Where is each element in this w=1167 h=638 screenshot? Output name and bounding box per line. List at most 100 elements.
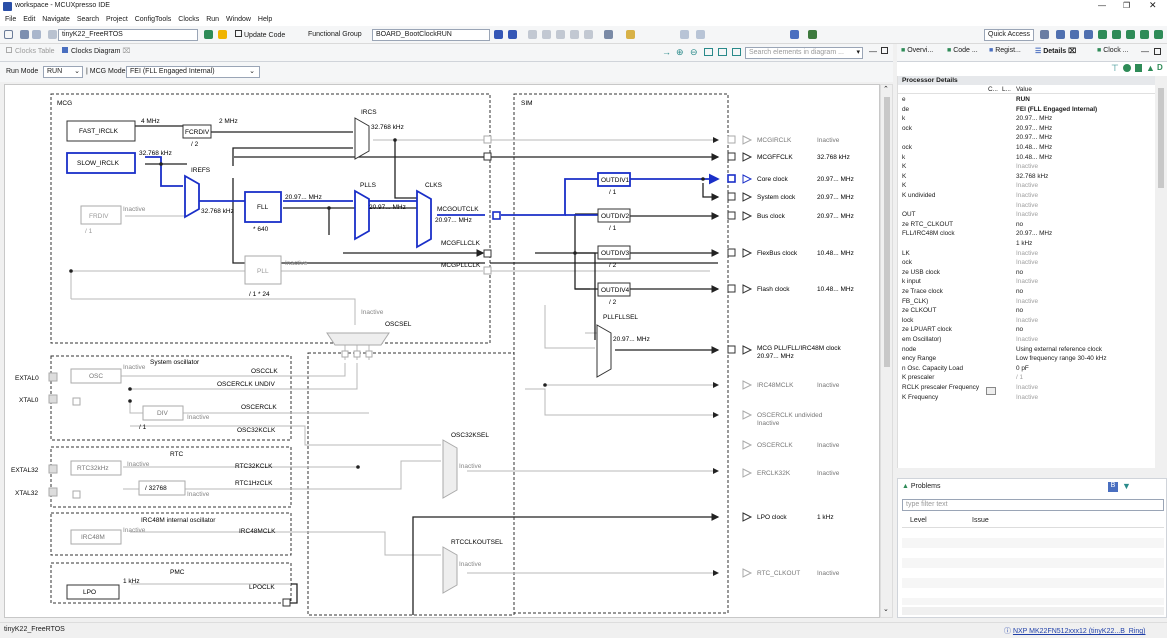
- fll-block[interactable]: FLL* 640: [245, 192, 281, 233]
- status-device-link[interactable]: ⓘ NXP MK22FN512xxx12 (tinyK22...B_Ring): [1004, 626, 1146, 636]
- details-row[interactable]: ockInactive: [898, 258, 1155, 267]
- problems-hscroll[interactable]: [902, 607, 1164, 615]
- filter-icon[interactable]: ▼: [1122, 481, 1131, 491]
- scroll-thumb[interactable]: [884, 97, 890, 367]
- details-row[interactable]: ze LPUART clockno: [898, 325, 1155, 334]
- functional-group-combo[interactable]: BOARD_BootClockRUN: [372, 29, 490, 41]
- tool-c-icon[interactable]: [556, 30, 565, 39]
- clock-tool-icon[interactable]: [494, 30, 503, 39]
- details-row[interactable]: KInactive: [898, 181, 1155, 190]
- chevron-down-icon[interactable]: ▾: [856, 48, 860, 58]
- outdiv3-block[interactable]: OUTDIV3/ 2: [598, 246, 630, 269]
- tool-b-icon[interactable]: [542, 30, 551, 39]
- tab-overview[interactable]: ■ Overvi...: [901, 47, 933, 54]
- project-combo[interactable]: tinyK22_FreeRTOS: [58, 29, 198, 41]
- build-icon[interactable]: [48, 30, 57, 39]
- menu-edit[interactable]: Edit: [23, 14, 35, 26]
- details-row[interactable]: em Oscillator)Inactive: [898, 335, 1155, 344]
- maximize-view-icon[interactable]: [881, 47, 888, 54]
- run-mode-select[interactable]: RUN⌄: [43, 66, 83, 78]
- details-row[interactable]: K prescaler/ 1: [898, 373, 1155, 382]
- home-icon[interactable]: [204, 30, 213, 39]
- details-row[interactable]: lockInactive: [898, 316, 1155, 325]
- clocks-diagram-canvas[interactable]: MCG SIM System oscillator RTC IRC48M int…: [4, 84, 880, 618]
- pll-block[interactable]: PLL/ 1 * 24: [245, 256, 281, 298]
- perspective-e-icon[interactable]: [1098, 30, 1107, 39]
- tool-e-icon[interactable]: [584, 30, 593, 39]
- filter-b-icon[interactable]: B: [1108, 482, 1118, 492]
- details-row[interactable]: ze RTC_CLKOUTno: [898, 220, 1155, 229]
- lpo-block[interactable]: LPO: [67, 585, 119, 599]
- nav-forward-icon[interactable]: [696, 30, 705, 39]
- details-row[interactable]: 20.97... MHz: [898, 133, 1155, 142]
- details-row[interactable]: LKInactive: [898, 249, 1155, 258]
- details-row[interactable]: ock20.97... MHz: [898, 124, 1155, 133]
- col-value-header[interactable]: Value: [1016, 85, 1032, 94]
- details-row[interactable]: Inactive: [898, 201, 1155, 210]
- outdiv4-block[interactable]: OUTDIV4/ 2: [598, 283, 630, 306]
- irc48m-block[interactable]: IRC48M: [71, 530, 121, 544]
- tool-a-icon[interactable]: [528, 30, 537, 39]
- details-row[interactable]: FB_CLK)Inactive: [898, 297, 1155, 306]
- maximize-icon[interactable]: ❐: [1123, 1, 1130, 10]
- perspective-f-icon[interactable]: [1112, 30, 1121, 39]
- details-scrollbar[interactable]: [1155, 76, 1167, 468]
- details-row[interactable]: nodeUsing external reference clock: [898, 345, 1155, 354]
- menu-clocks[interactable]: Clocks: [178, 14, 199, 26]
- menu-configtools[interactable]: ConfigTools: [135, 14, 172, 26]
- tab-close-icon[interactable]: ⌧: [122, 48, 130, 55]
- minimize-view-icon[interactable]: —: [1141, 47, 1149, 56]
- rtc32khz-block[interactable]: RTC32kHz: [71, 461, 121, 475]
- details-row[interactable]: ze CLKOUTno: [898, 306, 1155, 315]
- tab-code[interactable]: ■ Code ...: [947, 47, 978, 54]
- issue-column-header[interactable]: Issue: [972, 517, 989, 524]
- details-row[interactable]: k20.97... MHz: [898, 114, 1155, 123]
- update-code-button[interactable]: Update Code: [235, 30, 285, 39]
- lock-icon[interactable]: [1135, 64, 1142, 72]
- run-icon[interactable]: [626, 30, 635, 39]
- tab-registers[interactable]: ■ Regist...: [989, 47, 1021, 54]
- slow-irclk-block[interactable]: SLOW_IRCLK: [67, 153, 135, 173]
- details-row[interactable]: KInactive: [898, 162, 1155, 171]
- div32768-block[interactable]: / 32768: [139, 481, 185, 495]
- details-row[interactable]: 1 kHz: [898, 239, 1155, 248]
- details-row[interactable]: OUTInactive: [898, 210, 1155, 219]
- details-row[interactable]: FLL/IRC48M clock20.97... MHz: [898, 229, 1155, 238]
- details-row[interactable]: k inputInactive: [898, 277, 1155, 286]
- pin-icon[interactable]: ⊤: [1111, 63, 1119, 74]
- outdiv2-block[interactable]: OUTDIV2/ 1: [598, 209, 630, 232]
- details-row[interactable]: n Osc. Capacity Load0 pF: [898, 364, 1155, 373]
- d-icon[interactable]: D: [1157, 63, 1163, 72]
- perspective-b-icon[interactable]: [1056, 30, 1065, 39]
- save-icon[interactable]: [20, 30, 29, 39]
- details-row[interactable]: deFEI (FLL Engaged Internal): [898, 105, 1155, 114]
- details-row[interactable]: K undividedInactive: [898, 191, 1155, 200]
- perspective-icon[interactable]: [1040, 30, 1049, 39]
- minimize-view-icon[interactable]: —: [869, 47, 877, 56]
- bug-icon[interactable]: [808, 30, 817, 39]
- new-icon[interactable]: [4, 30, 13, 39]
- pllfllsel-mux[interactable]: PLLFLLSEL: [597, 314, 638, 377]
- menu-help[interactable]: Help: [258, 14, 272, 26]
- debug-icon[interactable]: [604, 30, 613, 39]
- checkbox[interactable]: [986, 387, 996, 395]
- details-row[interactable]: K32.768 kHz: [898, 172, 1155, 181]
- scroll-down-icon[interactable]: ⌄: [883, 605, 889, 613]
- pins-tool-icon[interactable]: [508, 30, 517, 39]
- close-icon[interactable]: ✕: [1149, 0, 1157, 11]
- ircs-mux[interactable]: IRCS: [355, 109, 377, 159]
- fit-icon[interactable]: [704, 48, 713, 56]
- perspective-g-icon[interactable]: [1126, 30, 1135, 39]
- problems-filter-input[interactable]: type filter text: [902, 499, 1164, 511]
- details-row[interactable]: ock10.48... MHz: [898, 143, 1155, 152]
- perspective-d-icon[interactable]: [1084, 30, 1093, 39]
- globe-icon[interactable]: [790, 30, 799, 39]
- osc-block[interactable]: OSC: [71, 369, 121, 383]
- details-row[interactable]: ze Trace clockno: [898, 287, 1155, 296]
- details-row[interactable]: RCLK prescaler FrequencyInactive: [898, 383, 1155, 392]
- route-icon[interactable]: →: [662, 47, 671, 57]
- fcrdiv-block[interactable]: FCRDIV/ 2: [183, 125, 211, 148]
- div-block[interactable]: DIV/ 1: [139, 406, 183, 431]
- details-row[interactable]: ze USB clockno: [898, 268, 1155, 277]
- menu-run[interactable]: Run: [206, 14, 219, 26]
